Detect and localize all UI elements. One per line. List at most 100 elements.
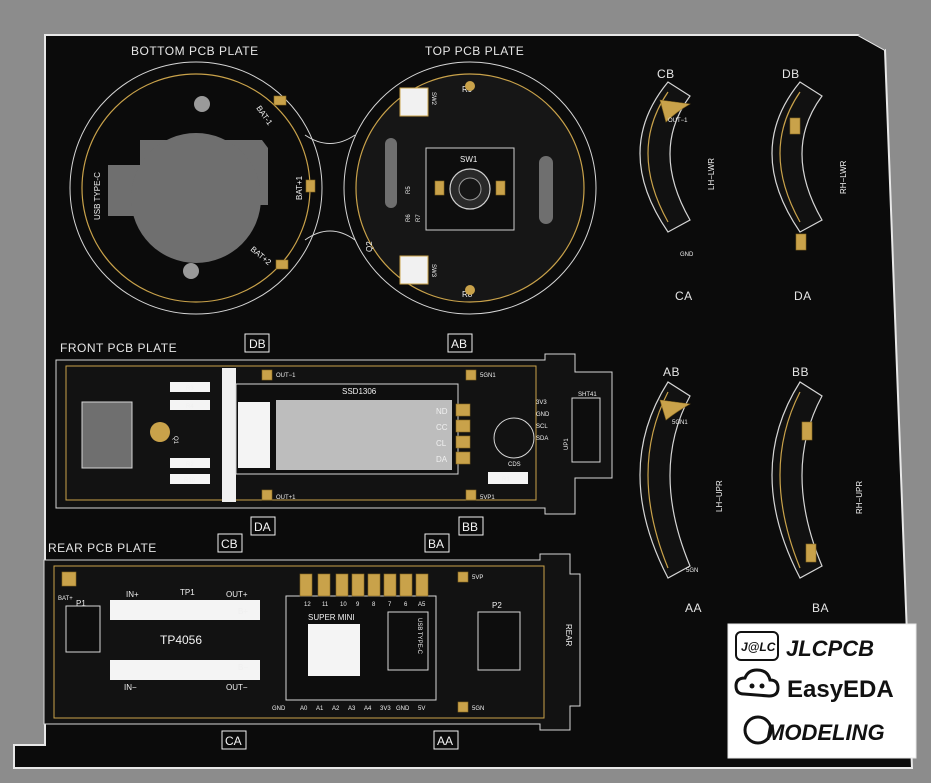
rear-top-pin-label: 12 (304, 602, 311, 608)
sw2-switch (399, 87, 429, 117)
up1-label: UP1 (564, 438, 570, 450)
sht-pin-label: 3V3 (536, 400, 547, 406)
sw3-label: SW3 (430, 264, 436, 278)
r3-label: R3 (186, 386, 194, 392)
r1-resistor (488, 472, 528, 484)
front-sensor-cutout (81, 401, 133, 469)
rear-bottom-pin-label: A3 (348, 706, 356, 712)
p1-label: P1 (76, 599, 86, 608)
in-minus-label: IN− (124, 683, 137, 692)
arc-pcb-lh-upr: 5GN1 5GN LH−UPR AB AA (639, 365, 724, 615)
rear-bottom-pin-label: A4 (364, 706, 372, 712)
arc-pcb-lh-lwr: OUT−1 GND LH−LWR CB CA (639, 67, 716, 303)
oled-pin-label: DA (436, 455, 448, 464)
bat-plus-label: BAT+ (58, 596, 73, 602)
bat-plus1-label: BAT+1 (295, 175, 304, 200)
r10-resistor (170, 474, 210, 484)
lh-lwr-gnd-label: GND (680, 252, 694, 258)
front-out-minus-pad (261, 369, 273, 381)
bottom-plate-title: BOTTOM PCB PLATE (131, 44, 259, 58)
bat-plus-pad (61, 571, 77, 587)
connector-label-da: DA (250, 516, 276, 536)
r4-resistor (170, 400, 210, 410)
r2-label: R2 (186, 462, 194, 468)
easyeda-logo-text: EasyEDA (787, 676, 894, 703)
oled-pads (455, 403, 471, 465)
sw2-label: SW2 (430, 92, 436, 106)
lh-lwr-out-label: OUT−1 (668, 118, 688, 124)
rear-top-pin-label: 11 (322, 602, 329, 608)
rh-upr-label: RH−UPR (855, 481, 864, 514)
rear-bottom-pin-label: A0 (300, 706, 308, 712)
ssd1306-label: SSD1306 (342, 387, 377, 396)
connector-text: CA (225, 734, 242, 748)
r5-label: R5 (406, 186, 412, 194)
connector-label-cb: CB (217, 533, 243, 553)
cds-sensor (493, 417, 535, 459)
rh-lwr-label: RH−LWR (839, 160, 848, 194)
modeling-logo-mark (743, 715, 773, 745)
rear-top-pin-label: 8 (372, 602, 376, 608)
tp1-strip-top (110, 600, 260, 620)
lh-upr-gn-label: 5GN (686, 568, 698, 574)
connector-label-ba: BA (424, 533, 450, 553)
top-slot-right (539, 156, 553, 224)
rear-top-pin-label: 10 (340, 602, 347, 608)
oled-pin-label: CC (436, 423, 448, 432)
r3-resistor (170, 382, 210, 392)
connector-text: BA (428, 537, 444, 551)
bottom-plate-outline (69, 61, 323, 315)
connector-text: CB (221, 537, 238, 551)
jlc-mark-box (735, 631, 779, 661)
out-plus-label: OUT+ (226, 590, 248, 599)
connector-text: BB (462, 520, 478, 534)
lh-upr-label: LH−UPR (715, 480, 724, 512)
rear-5vp-label: 5VP (472, 575, 483, 581)
r4-label: R4 (186, 404, 194, 410)
connector-label-db: DB (244, 333, 270, 353)
usb-c-label: USB TYPE-C (416, 618, 422, 655)
cds-label: CDS (508, 462, 521, 468)
easyeda-cloud-icon (734, 668, 780, 698)
sw1-label: SW1 (460, 155, 478, 164)
super-mini-chip (308, 624, 360, 676)
connector-text: DB (249, 337, 266, 351)
rear-bottom-pin-label: GND (396, 706, 410, 712)
rear-plate-title: REAR PCB PLATE (48, 541, 157, 555)
q1-transistor (150, 422, 170, 442)
top-pad-top (465, 81, 475, 91)
rear-copper-outline (53, 565, 545, 719)
front-plate-title: FRONT PCB PLATE (60, 341, 177, 355)
top-slot-left (385, 138, 397, 208)
p2-label: P2 (492, 601, 502, 610)
oled-pin-labels: ND CC CL DA (436, 407, 448, 464)
oled-pin-label: ND (436, 407, 448, 416)
plate-link-top (304, 134, 356, 144)
front-white-strip (222, 368, 236, 502)
arc-pcb-rh-lwr: RH−LWR DB DA (771, 67, 848, 303)
rear-bottom-pin-label: A2 (332, 706, 340, 712)
arc-da-label: DA (794, 289, 812, 303)
top-pad-bottom (465, 285, 475, 295)
connector-label-aa: AA (433, 730, 459, 750)
front-gnd1-pad (465, 369, 477, 381)
rear-bottom-pin-label: 5V (418, 706, 425, 712)
battery-cell-cutout (131, 133, 261, 263)
out-minus-label: OUT− (226, 683, 248, 692)
connector-label-ca: CA (221, 730, 247, 750)
top-plate-outline (343, 61, 597, 315)
bat-plus2-pad (275, 259, 289, 270)
rear-bottom-pin-labels: A0 A1 A2 A3 A4 3V3 GND 5V (300, 706, 425, 712)
front-out-minus-label: OUT−1 (276, 373, 296, 379)
rear-top-pads (299, 573, 429, 597)
sht41-label: SHT41 (578, 392, 597, 398)
top-plate-title: TOP PCB PLATE (425, 44, 524, 58)
arc-cb-top-label: CB (657, 67, 675, 81)
usb-c-port (387, 611, 429, 671)
tp1-strip-bottom (110, 660, 260, 680)
pcb-board-corner-cut (858, 35, 885, 50)
rear-5vp-pad (457, 571, 469, 583)
rear-top-pin-label: 9 (356, 602, 360, 608)
